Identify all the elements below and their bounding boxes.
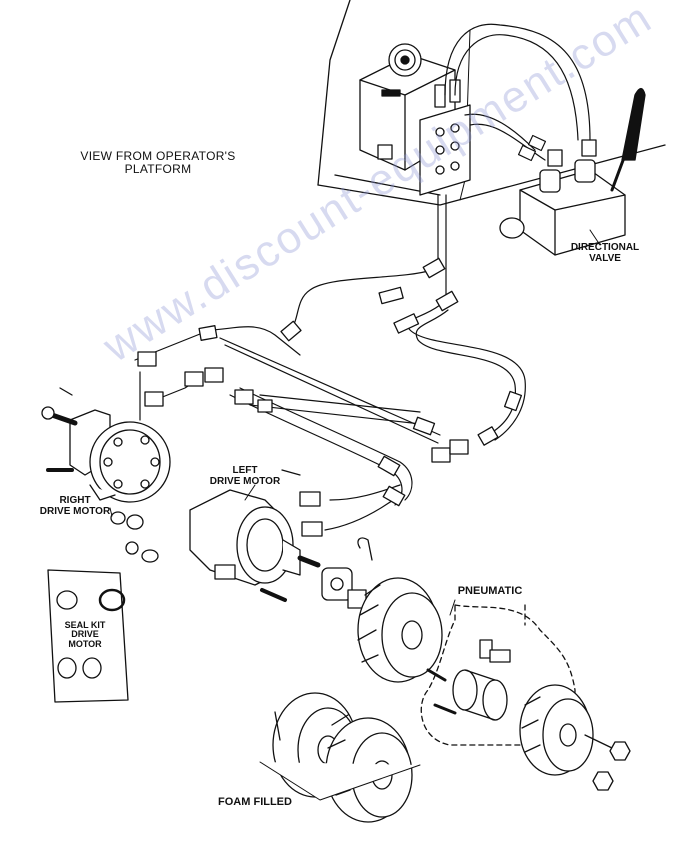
right-drive-motor-label: RIGHT DRIVE MOTOR xyxy=(39,495,111,517)
foam-filled-label: FOAM FILLED xyxy=(218,796,292,808)
motor-hardware xyxy=(110,511,373,609)
view-from-platform-label: VIEW FROM OPERATOR'S PLATFORM xyxy=(80,149,236,176)
leader-lines xyxy=(109,229,601,616)
valve-handle xyxy=(610,87,646,192)
valve-hoses xyxy=(444,23,591,162)
right-drive-motor xyxy=(41,387,171,503)
main-hoses xyxy=(134,194,526,531)
directional-valve-label: DIRECTIONAL VALVE xyxy=(570,242,640,264)
seal-kit-box xyxy=(47,569,129,703)
hose-fittings xyxy=(137,257,523,537)
pressure-gauge xyxy=(388,43,422,77)
foam-filled-wheels xyxy=(259,692,421,823)
pneumatic-wheel xyxy=(357,577,443,683)
pneumatic-label: PNEUMATIC xyxy=(457,585,523,597)
valve-manifold xyxy=(377,79,471,196)
seal-kit-label: SEAL KIT DRIVE MOTOR xyxy=(64,620,106,649)
left-drive-motor xyxy=(189,469,321,602)
left-drive-motor-label: LEFT DRIVE MOTOR xyxy=(209,465,281,487)
right-wheel xyxy=(519,684,631,791)
directional-valve xyxy=(499,139,626,256)
